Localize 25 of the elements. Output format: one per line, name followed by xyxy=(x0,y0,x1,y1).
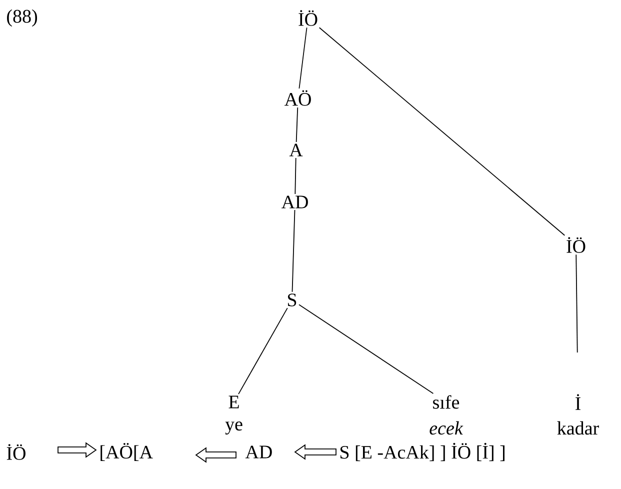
formula-text: [AÖ[A xyxy=(100,443,153,461)
tree-label: İÖ xyxy=(566,237,586,253)
tree-branch xyxy=(294,158,296,194)
tree-branch xyxy=(292,210,296,292)
formula-text: S [E -AcAk] ] İÖ [İ] ] xyxy=(340,442,504,462)
tree-label: sıfe xyxy=(433,395,460,409)
tree-label: İÖ xyxy=(298,10,318,26)
word-label: ecek xyxy=(430,421,464,435)
tree-label: S xyxy=(288,294,296,306)
tree-branch xyxy=(298,27,308,89)
tree-label: AD xyxy=(281,196,308,208)
tree-branch xyxy=(298,304,434,394)
tree-label: A xyxy=(289,144,303,156)
tree-label: AÖ xyxy=(284,90,311,106)
word-label: kadar xyxy=(557,421,599,435)
formula-text: AD xyxy=(245,446,272,458)
formula-text: İÖ xyxy=(6,444,26,460)
tree-branch xyxy=(318,27,566,236)
tree-branch xyxy=(296,107,298,142)
tree-label: E xyxy=(228,396,239,408)
word-label: ye xyxy=(225,421,242,434)
tree-label: İ xyxy=(576,394,580,410)
tree-branch xyxy=(238,308,288,395)
formula-text: (88) xyxy=(7,9,38,27)
tree-branch xyxy=(576,254,578,353)
